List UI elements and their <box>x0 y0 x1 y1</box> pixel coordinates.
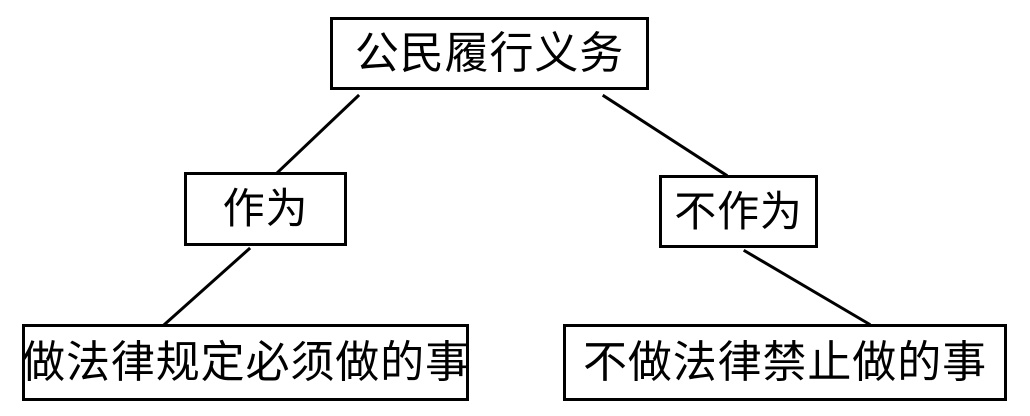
node-leaf-inaction-label: 不做法律禁止做的事 <box>583 336 987 388</box>
node-leaf-inaction: 不做法律禁止做的事 <box>563 324 1007 401</box>
node-leaf-action-label: 做法律规定必须做的事 <box>21 336 470 388</box>
node-action-label: 作为 <box>222 184 309 233</box>
node-inaction: 不作为 <box>659 175 818 248</box>
node-leaf-action: 做法律规定必须做的事 <box>21 324 470 401</box>
node-inaction-label: 不作为 <box>674 186 803 236</box>
node-root: 公民履行义务 <box>330 17 649 90</box>
edge-root-to-inaction <box>601 93 729 178</box>
edge-action-to-leaf <box>162 246 252 327</box>
edge-root-to-action <box>275 93 361 175</box>
node-root-label: 公民履行义务 <box>354 27 625 79</box>
node-action: 作为 <box>184 172 347 246</box>
edge-inaction-to-leaf <box>742 248 872 327</box>
